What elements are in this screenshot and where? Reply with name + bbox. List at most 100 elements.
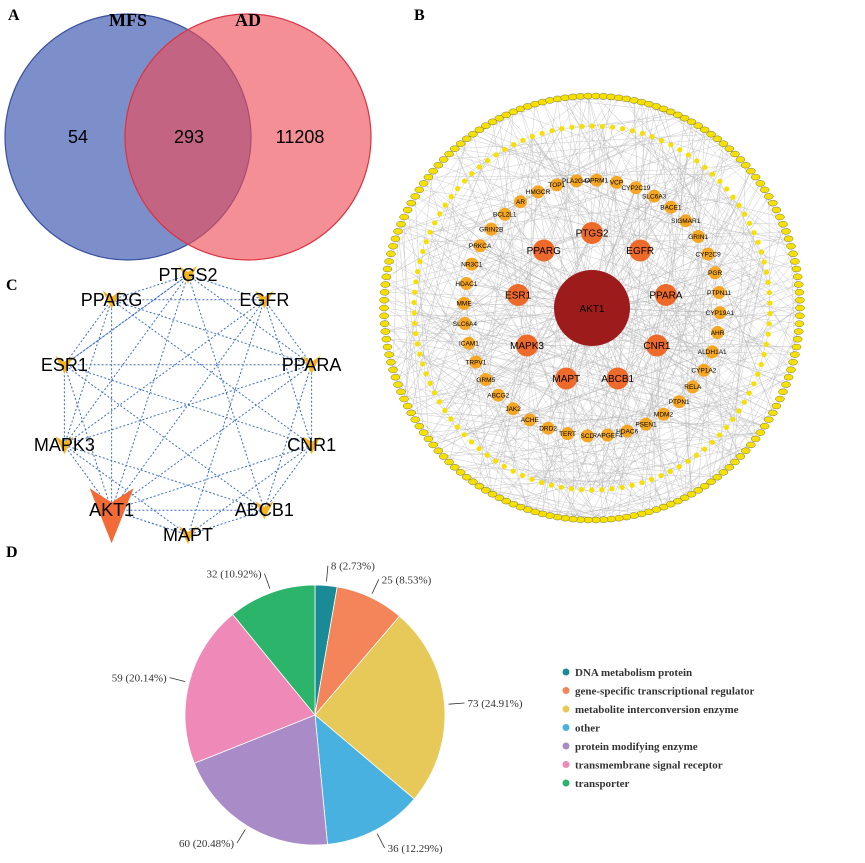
pie-slice bbox=[314, 714, 415, 845]
network-edge bbox=[400, 224, 472, 265]
network-node-outer bbox=[548, 482, 555, 488]
network-edge bbox=[633, 100, 641, 251]
network-node-outer bbox=[438, 156, 449, 163]
network-node-outer bbox=[693, 122, 703, 129]
network-edge bbox=[618, 136, 653, 519]
network-edge bbox=[640, 238, 789, 251]
network-node-outer bbox=[702, 164, 708, 170]
network-node-outer bbox=[579, 123, 585, 129]
network-edge bbox=[641, 102, 657, 510]
network-edge bbox=[587, 106, 657, 436]
network-edge bbox=[692, 181, 721, 387]
network-edge bbox=[490, 136, 533, 230]
network-node-outer bbox=[791, 265, 802, 273]
network-node-outer bbox=[723, 424, 730, 430]
network-node-outer bbox=[746, 441, 756, 449]
network-edge bbox=[710, 251, 762, 482]
network-node-hub-label: EGFR bbox=[626, 246, 654, 257]
network-edge bbox=[566, 378, 592, 491]
network-node-outer bbox=[599, 487, 605, 493]
network-edge bbox=[621, 197, 734, 488]
network-node-outer bbox=[410, 416, 420, 423]
hub-edge bbox=[63, 274, 189, 446]
network-node-outer bbox=[775, 213, 785, 221]
network-node-outer bbox=[455, 186, 461, 192]
network-edge bbox=[419, 353, 604, 520]
network-node-mid-label: HDAC6 bbox=[616, 428, 638, 435]
network-edge bbox=[595, 95, 734, 420]
network-node-mid bbox=[498, 207, 512, 221]
network-edge bbox=[390, 253, 671, 505]
network-node-outer bbox=[620, 126, 626, 132]
network-edge bbox=[492, 121, 551, 516]
network-edge bbox=[565, 481, 712, 519]
pie-data-label: 8 (2.73%) bbox=[331, 561, 375, 573]
network-edge bbox=[417, 144, 514, 344]
network-node-outer bbox=[462, 474, 472, 481]
hub-edge bbox=[187, 444, 312, 536]
network-edge bbox=[632, 130, 789, 239]
network-node-outer bbox=[768, 409, 778, 417]
network-node-outer bbox=[686, 118, 697, 125]
network-edge bbox=[417, 343, 657, 510]
hub-edge bbox=[63, 299, 113, 366]
network-edge bbox=[471, 441, 642, 515]
network-edge bbox=[451, 196, 618, 379]
hub-edge bbox=[111, 509, 189, 536]
network-node-mid-label: GRIN1 bbox=[688, 234, 708, 241]
network-edge bbox=[388, 232, 593, 355]
network-node-outer bbox=[508, 108, 518, 115]
network-node-outer bbox=[706, 478, 716, 485]
network-node-mid-label: BACE1 bbox=[660, 205, 682, 212]
network-edge bbox=[684, 129, 705, 498]
network-node-outer bbox=[386, 359, 396, 366]
network-node-outer bbox=[767, 310, 773, 317]
network-edge bbox=[587, 196, 734, 437]
network-edge bbox=[663, 413, 746, 452]
network-node-mid bbox=[514, 195, 527, 209]
network-node-mid-label: ABCG2 bbox=[487, 393, 509, 400]
network-node-mid-label: GRIN2B bbox=[479, 226, 503, 233]
network-edge bbox=[591, 232, 745, 403]
network-node-mid-label: ALDH1A1 bbox=[698, 349, 727, 356]
network-node-outer bbox=[639, 480, 645, 486]
hub-node bbox=[55, 436, 74, 455]
network-node-outer bbox=[694, 158, 700, 164]
hub-edge bbox=[187, 274, 265, 511]
network-node-outer bbox=[414, 341, 421, 347]
network-edge bbox=[704, 449, 712, 482]
network-node-outer bbox=[730, 458, 740, 466]
network-node-outer bbox=[751, 230, 757, 236]
network-edge bbox=[610, 129, 705, 520]
network-edge bbox=[411, 412, 424, 433]
network-node-hub bbox=[581, 222, 603, 244]
network-edge bbox=[729, 232, 755, 468]
venn-count-mfs-only: 54 bbox=[68, 127, 88, 147]
network-edge bbox=[587, 95, 680, 467]
pie-slice bbox=[193, 714, 328, 846]
network-node-outer bbox=[783, 235, 794, 242]
network-node-mid-label: SIGMAR1 bbox=[671, 218, 701, 225]
network-edge bbox=[531, 307, 801, 480]
network-edge bbox=[403, 171, 434, 400]
network-edge bbox=[403, 236, 699, 400]
network-node-outer bbox=[417, 258, 423, 265]
network-edge bbox=[557, 98, 792, 370]
network-edge bbox=[385, 331, 536, 513]
network-edge bbox=[386, 338, 795, 355]
network-node-mid bbox=[459, 277, 473, 290]
hub-edge bbox=[64, 364, 312, 446]
network-edge bbox=[665, 205, 740, 296]
network-node-outer bbox=[673, 497, 683, 505]
network-node-outer bbox=[741, 399, 747, 405]
network-edge bbox=[542, 101, 756, 440]
network-edge bbox=[451, 196, 797, 270]
network-edge bbox=[430, 164, 746, 233]
network-node-hub-label: MAPK3 bbox=[510, 341, 544, 352]
network-edge bbox=[392, 114, 507, 370]
network-node-mid-label: JAK2 bbox=[505, 406, 521, 413]
network-node-mid bbox=[531, 185, 545, 199]
network-node-mid bbox=[697, 363, 711, 377]
network-node-outer bbox=[677, 147, 683, 153]
